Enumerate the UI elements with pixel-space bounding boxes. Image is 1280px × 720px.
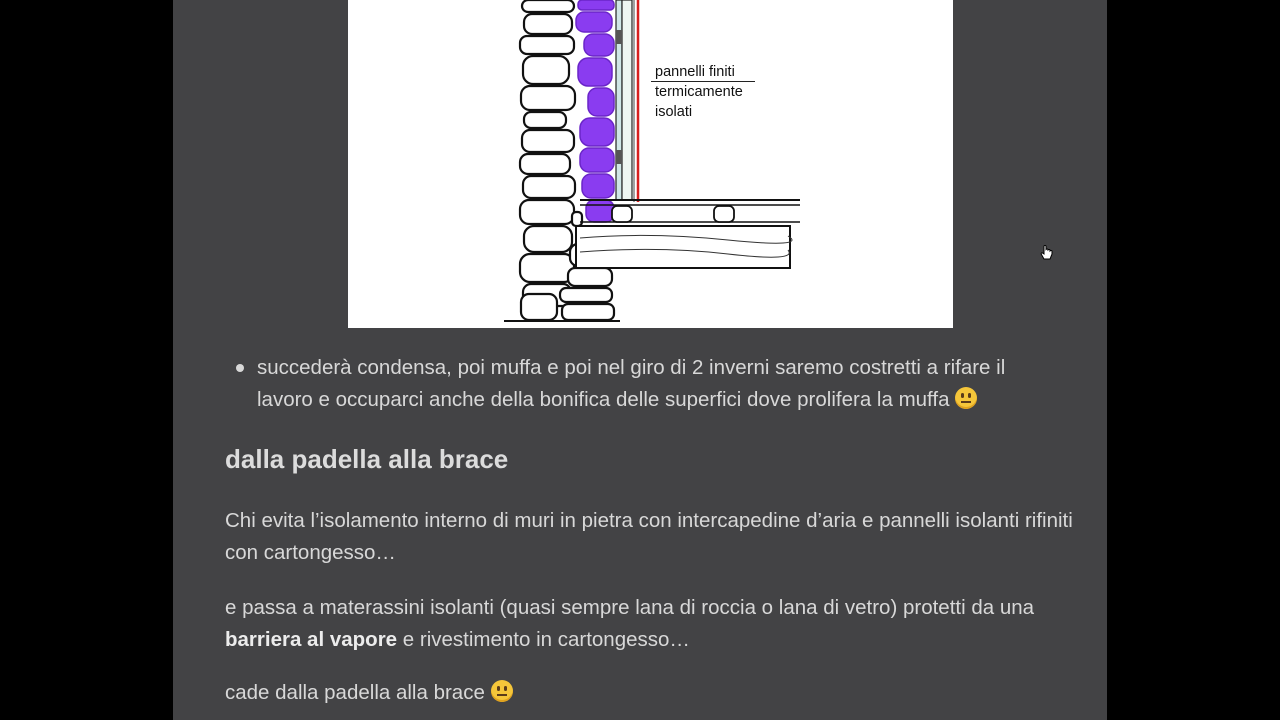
article-page: pannelli finiti termicamente isolati suc… (173, 0, 1107, 720)
paragraph-3-text: cade dalla padella alla brace (225, 681, 485, 704)
caption-leader-line (651, 81, 755, 82)
paragraph-1: Chi evita l’isolamento interno di muri i… (225, 509, 1073, 564)
caption-line-2: termicamente (655, 84, 743, 100)
bullet-text: succederà condensa, poi muffa e poi nel … (257, 356, 1006, 411)
caption-line-1: pannelli finiti (655, 64, 735, 80)
neutral-face-emoji-icon (955, 386, 978, 409)
paragraph-3: cade dalla padella alla brace (225, 677, 1085, 709)
figure-caption: pannelli finiti termicamente isolati (651, 62, 775, 122)
list-item: succederà condensa, poi muffa e poi nel … (225, 352, 1065, 415)
wall-section-figure: pannelli finiti termicamente isolati (348, 0, 953, 328)
paragraph-2: e passa a materassini isolanti (quasi se… (225, 592, 1085, 655)
bullet-dot (236, 364, 244, 372)
vapor-barrier-bold: barriera al vapore (225, 627, 398, 651)
paragraph-2-start: e passa a materassini isolanti (quasi se… (225, 596, 1035, 619)
caption-line-3: isolati (655, 104, 693, 120)
neutral-face-emoji-icon (490, 680, 513, 702)
section-heading: dalla padella alla brace (225, 444, 509, 474)
hand-cursor-icon (1040, 245, 1054, 268)
paragraph-2-end: e rivestimento in cartongesso… (397, 627, 690, 651)
bullet-list: succederà condensa, poi muffa e poi nel … (225, 352, 1065, 415)
wall-section-drawing (504, 0, 800, 322)
